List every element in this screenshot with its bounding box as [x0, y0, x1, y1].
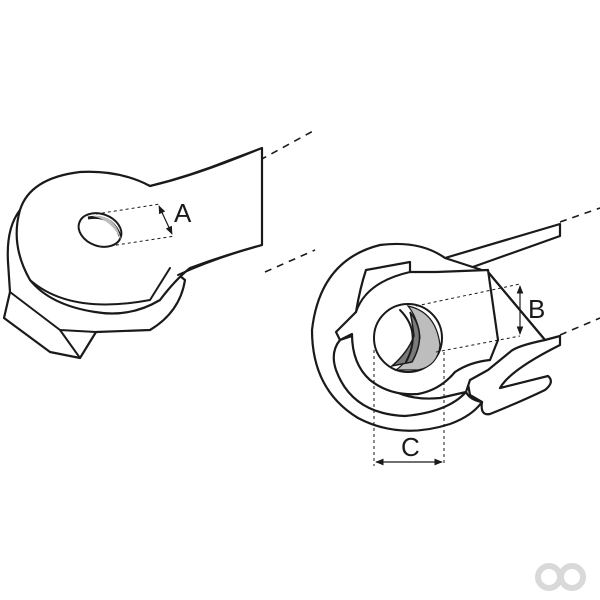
dim-a-label: A: [174, 198, 192, 228]
left-head-rim: [29, 267, 171, 306]
dim-c-label: C: [401, 432, 420, 462]
right-handle-dash-top: [559, 207, 600, 223]
left-handle-bottom-edge: [177, 244, 263, 276]
left-wrench: [2, 129, 316, 360]
left-handle-top-edge: [149, 147, 263, 187]
left-head-top: [15, 146, 264, 315]
left-drive-notch: [59, 329, 81, 359]
dim-a-extension-top: [95, 203, 161, 215]
left-handle-dash-bottom: [264, 249, 316, 273]
right-hole-lip: [399, 309, 414, 363]
left-hole-shade: [92, 215, 121, 240]
right-inner-ring: [355, 271, 411, 313]
right-hole-inner-curve: [389, 311, 421, 368]
left-handle-dash-top: [259, 129, 316, 161]
right-handle-dash-bottom: [559, 317, 600, 336]
dim-a-arrow: [158, 205, 173, 235]
right-wrench: [310, 207, 600, 466]
dim-b-extension-bottom: [435, 335, 521, 353]
double-ring-logo-icon: [535, 563, 586, 591]
dim-b-label: B: [528, 294, 545, 324]
dim-a-extension-bottom: [109, 235, 176, 247]
